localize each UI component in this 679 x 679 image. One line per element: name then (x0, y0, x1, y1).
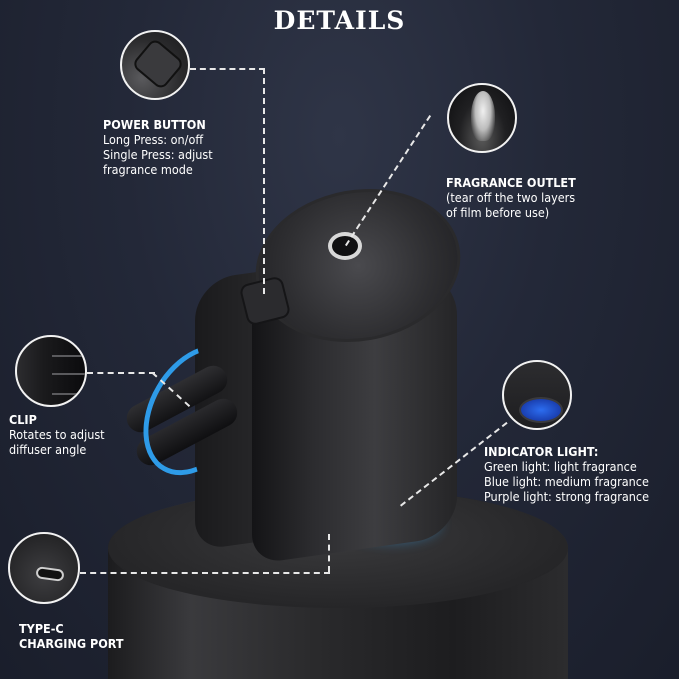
leader-line-typec-vertical (328, 534, 330, 572)
callout-line: (tear off the two layers (446, 190, 576, 205)
callout-line: Long Press: on/off (103, 132, 204, 147)
callout-line: Green light: light fragrance (484, 459, 637, 474)
power-button-closeup-icon (120, 30, 190, 100)
callout-line: Single Press: adjust (103, 147, 213, 162)
callout-heading: INDICATOR LIGHT: (484, 444, 599, 459)
callout-heading: POWER BUTTON (103, 117, 206, 132)
callout-line: fragrance mode (103, 162, 193, 177)
callout-heading: TYPE-C (19, 621, 64, 636)
callout-line: diffuser angle (9, 442, 87, 457)
usb-c-port-glyph (35, 566, 65, 582)
callout-line: Rotates to adjust (9, 427, 105, 442)
leader-line-power (190, 68, 265, 70)
vent-slat (52, 373, 85, 375)
callout-heading: FRAGRANCE OUTLET (446, 175, 576, 190)
callout-heading: CLIP (9, 412, 37, 427)
indicator-light-callout: INDICATOR LIGHT: Green light: light frag… (484, 444, 649, 504)
leader-line-clip (87, 372, 155, 374)
leader-line-power-vertical (263, 68, 265, 294)
button-glyph (131, 37, 185, 91)
power-button-callout: POWER BUTTON Long Press: on/off Single P… (103, 117, 213, 177)
fragrance-mist-closeup-icon (447, 83, 517, 153)
mist-plume (471, 91, 495, 141)
blue-led-glyph (519, 397, 563, 423)
type-c-callout: TYPE-C CHARGING PORT (19, 621, 124, 651)
indicator-light-closeup-icon (502, 360, 572, 430)
fragrance-outlet-icon (328, 232, 362, 260)
page-title: DETAILS (273, 6, 406, 35)
fragrance-outlet-callout: FRAGRANCE OUTLET (tear off the two layer… (446, 175, 576, 220)
clip-callout: CLIP Rotates to adjust diffuser angle (9, 412, 105, 457)
callout-line: Blue light: medium fragrance (484, 474, 649, 489)
callout-heading: CHARGING PORT (19, 636, 124, 651)
vent-slat (52, 393, 85, 395)
vent-slat (52, 355, 85, 357)
callout-line: Purple light: strong fragrance (484, 489, 650, 504)
vent-clip-closeup-icon (15, 335, 87, 407)
leader-line-typec (80, 572, 330, 574)
usb-c-port-closeup-icon (8, 532, 80, 604)
callout-line: of film before use) (446, 205, 550, 220)
